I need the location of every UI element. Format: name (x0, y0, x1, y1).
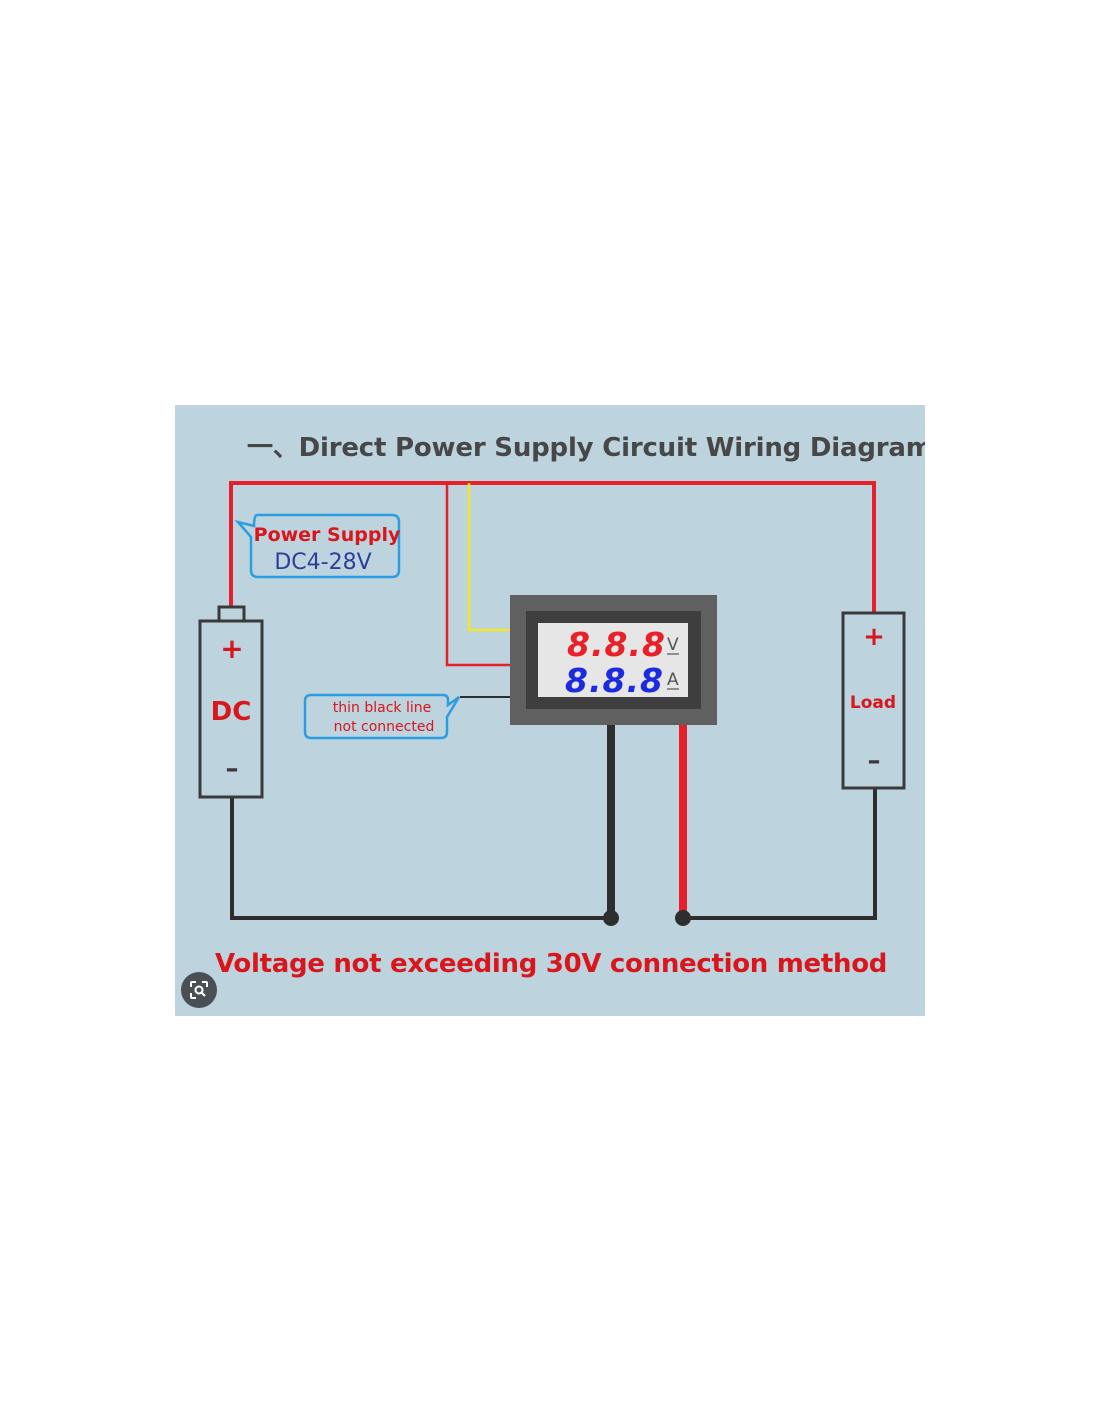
red-meter-supply-wire (445, 483, 510, 667)
voltage-readout: 8.8.8 (567, 625, 666, 664)
battery-minus-label: – (226, 754, 239, 784)
black-ground-wire (230, 797, 611, 920)
power-supply-callout: Power Supply DC4-28V (234, 513, 401, 579)
battery-dc-label: DC (211, 697, 252, 727)
load-body (841, 611, 906, 790)
yellow-sense-wire (467, 483, 510, 632)
meter-screen (538, 623, 688, 697)
power-supply-label: Power Supply (254, 524, 401, 546)
thin-line-text-1: thin black line (333, 700, 431, 716)
battery-body (198, 619, 264, 799)
voltage-warning-footer: Voltage not exceeding 30V connection met… (215, 949, 888, 979)
load-label: Load (850, 693, 896, 713)
volt-amp-meter: 8.8.8 V 8.8.8 A (510, 595, 717, 725)
load-plus-label: + (863, 622, 885, 652)
load-return-wire (683, 788, 877, 920)
wiring-diagram: + DC – + Load – 8.8.8 V 8.8.8 A Power Su… (198, 481, 906, 926)
current-unit: A (667, 670, 679, 690)
load-minus-label: – (868, 746, 881, 776)
current-readout: 8.8.8 (565, 661, 664, 700)
battery-plus-label: + (220, 632, 243, 665)
red-junction-dot (675, 910, 691, 926)
dc-battery: + DC – (198, 605, 264, 799)
power-supply-voltage-range: DC4-28V (274, 550, 371, 575)
thin-line-callout-bubble (303, 693, 461, 740)
lens-search-button[interactable] (181, 972, 217, 1008)
black-junction-dot (603, 910, 619, 926)
lens-search-icon (190, 981, 208, 999)
thin-line-callout: thin black line not connected (303, 693, 461, 740)
red-positive-wire (229, 481, 876, 613)
thin-line-text-2: not connected (334, 719, 435, 735)
voltage-unit: V (667, 635, 679, 655)
wiring-diagram-panel: + DC – + Load – 8.8.8 V 8.8.8 A Power Su… (175, 405, 925, 1016)
diagram-title: 一、Direct Power Supply Circuit Wiring Dia… (247, 433, 925, 463)
power-supply-callout-bubble (234, 513, 401, 579)
load-element: + Load – (841, 611, 906, 790)
